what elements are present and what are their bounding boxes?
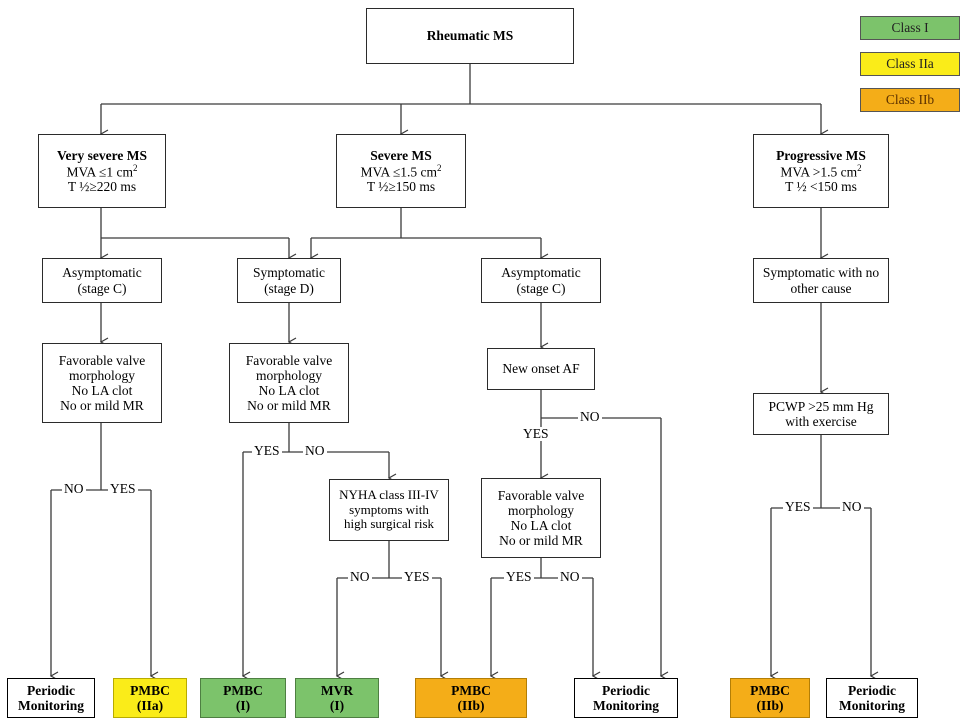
edge-label-favright-yes: YES: [504, 569, 534, 584]
node-symptomatic-no-other-cause: Symptomatic with no other cause: [753, 258, 889, 303]
node-rheumatic-ms: Rheumatic MS: [366, 8, 574, 64]
node-line: high surgical risk: [343, 516, 435, 532]
edge-label-left-no: NO: [62, 481, 86, 496]
terminal-periodic-monitoring-3: Periodic Monitoring: [826, 678, 918, 718]
edge-label-pcwp-no: NO: [840, 499, 864, 514]
terminal-pmbc-iib-1: PMBC (IIb): [415, 678, 527, 718]
legend-label: Class IIb: [885, 92, 935, 107]
node-line: New onset AF: [502, 361, 580, 377]
superscript-2: 2: [437, 162, 442, 173]
terminal-pmbc-iia: PMBC (IIa): [113, 678, 187, 718]
terminal-line: (IIb): [756, 698, 784, 713]
edge-label-favright-no: NO: [558, 569, 582, 584]
node-line: MVA ≤1.5 cm2: [360, 162, 442, 180]
terminal-line: Periodic: [602, 682, 650, 698]
edge-label-pcwp-yes: YES: [783, 499, 813, 514]
node-line: No or mild MR: [60, 398, 144, 414]
node-favorable-valve-right: Favorable valve morphology No LA clot No…: [481, 478, 601, 558]
node-favorable-valve-left: Favorable valve morphology No LA clot No…: [42, 343, 162, 423]
node-line: Favorable valve: [58, 352, 146, 368]
node-line: morphology: [256, 367, 322, 383]
node-very-severe-ms: Very severe MS MVA ≤1 cm2 T ½≥220 ms: [38, 134, 166, 208]
node-line: Severe MS: [370, 147, 432, 163]
terminal-line: PMBC: [750, 682, 790, 698]
node-line: Asymptomatic: [62, 265, 142, 281]
legend-label: Class IIa: [886, 56, 934, 71]
superscript-2: 2: [857, 162, 862, 173]
terminal-periodic-monitoring-1: Periodic Monitoring: [7, 678, 95, 718]
edge-label-mid-no: NO: [303, 443, 327, 458]
node-line: (stage C): [77, 280, 127, 296]
edge-label-nyha-no: NO: [348, 569, 372, 584]
node-line: MVA >1.5 cm2: [780, 162, 862, 180]
node-line: Symptomatic: [253, 265, 325, 281]
node-line: morphology: [508, 502, 574, 518]
node-severe-ms: Severe MS MVA ≤1.5 cm2 T ½≥150 ms: [336, 134, 466, 208]
legend-class-iia: Class IIa: [860, 52, 960, 76]
terminal-line: (IIa): [136, 698, 164, 713]
node-line: PCWP >25 mm Hg: [768, 398, 874, 414]
terminal-periodic-monitoring-2: Periodic Monitoring: [574, 678, 678, 718]
node-line: T ½ <150 ms: [785, 179, 857, 195]
node-line: No or mild MR: [247, 398, 331, 414]
node-asymptomatic-left: Asymptomatic (stage C): [42, 258, 162, 303]
node-pcwp: PCWP >25 mm Hg with exercise: [753, 393, 889, 435]
node-line: morphology: [69, 367, 135, 383]
edge-label-nyha-yes: YES: [402, 569, 432, 584]
node-new-onset-af: New onset AF: [487, 348, 595, 390]
terminal-line: (IIb): [457, 698, 485, 713]
legend-class-iib: Class IIb: [860, 88, 960, 112]
terminal-mvr-i: MVR (I): [295, 678, 379, 718]
node-nyha-class: NYHA class III-IV symptoms with high sur…: [329, 479, 449, 541]
superscript-2: 2: [132, 162, 138, 173]
node-line: with exercise: [785, 414, 857, 429]
node-line: (stage D): [264, 280, 314, 296]
node-line: MVA ≤1 cm2: [66, 162, 138, 180]
node-line: other cause: [790, 280, 852, 296]
terminal-line: PMBC: [223, 682, 263, 698]
edge-label-mid-yes: YES: [252, 443, 282, 458]
legend-class-i: Class I: [860, 16, 960, 40]
node-line: Favorable valve: [245, 352, 333, 368]
node-line: symptoms with: [349, 501, 429, 517]
node-symptomatic-stage-d: Symptomatic (stage D): [237, 258, 341, 303]
terminal-line: Periodic: [27, 682, 75, 698]
node-line: T ½≥150 ms: [366, 179, 436, 195]
node-line: No or mild MR: [499, 533, 583, 549]
terminal-line: (I): [235, 698, 251, 713]
node-line: (stage C): [516, 280, 566, 296]
node-line: Symptomatic with no: [762, 265, 880, 281]
edge-label-af-yes: YES: [521, 426, 551, 441]
terminal-line: MVR: [320, 682, 354, 698]
node-line: No LA clot: [510, 518, 572, 533]
node-line: No LA clot: [71, 383, 133, 398]
node-line: NYHA class III-IV: [339, 487, 439, 503]
terminal-line: Periodic: [848, 682, 896, 698]
node-line: Very severe MS: [57, 147, 147, 163]
legend-label: Class I: [891, 20, 929, 35]
terminal-line: Monitoring: [839, 698, 905, 713]
terminal-line: Monitoring: [18, 698, 84, 713]
node-line: No LA clot: [258, 383, 320, 398]
terminal-line: Monitoring: [593, 698, 659, 713]
node-progressive-ms: Progressive MS MVA >1.5 cm2 T ½ <150 ms: [753, 134, 889, 208]
terminal-line: (I): [329, 698, 345, 713]
terminal-pmbc-i: PMBC (I): [200, 678, 286, 718]
node-line: Asymptomatic: [501, 265, 581, 281]
terminal-pmbc-iib-2: PMBC (IIb): [730, 678, 810, 718]
edge-label-left-yes: YES: [108, 481, 138, 496]
node-favorable-valve-mid: Favorable valve morphology No LA clot No…: [229, 343, 349, 423]
node-asymptomatic-right: Asymptomatic (stage C): [481, 258, 601, 303]
node-line: Rheumatic MS: [426, 28, 514, 44]
terminal-line: PMBC: [451, 682, 491, 698]
node-line: Progressive MS: [776, 147, 866, 163]
edge-label-af-no: NO: [578, 409, 602, 424]
node-line: Favorable valve: [497, 487, 585, 503]
node-line: T ½≥220 ms: [67, 179, 137, 195]
terminal-line: PMBC: [130, 682, 170, 698]
